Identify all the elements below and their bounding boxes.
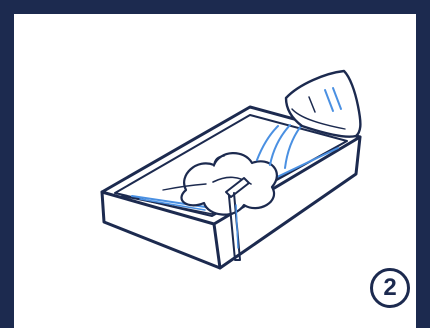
step-number-badge: 2 [370, 268, 410, 308]
step-number: 2 [383, 274, 396, 302]
